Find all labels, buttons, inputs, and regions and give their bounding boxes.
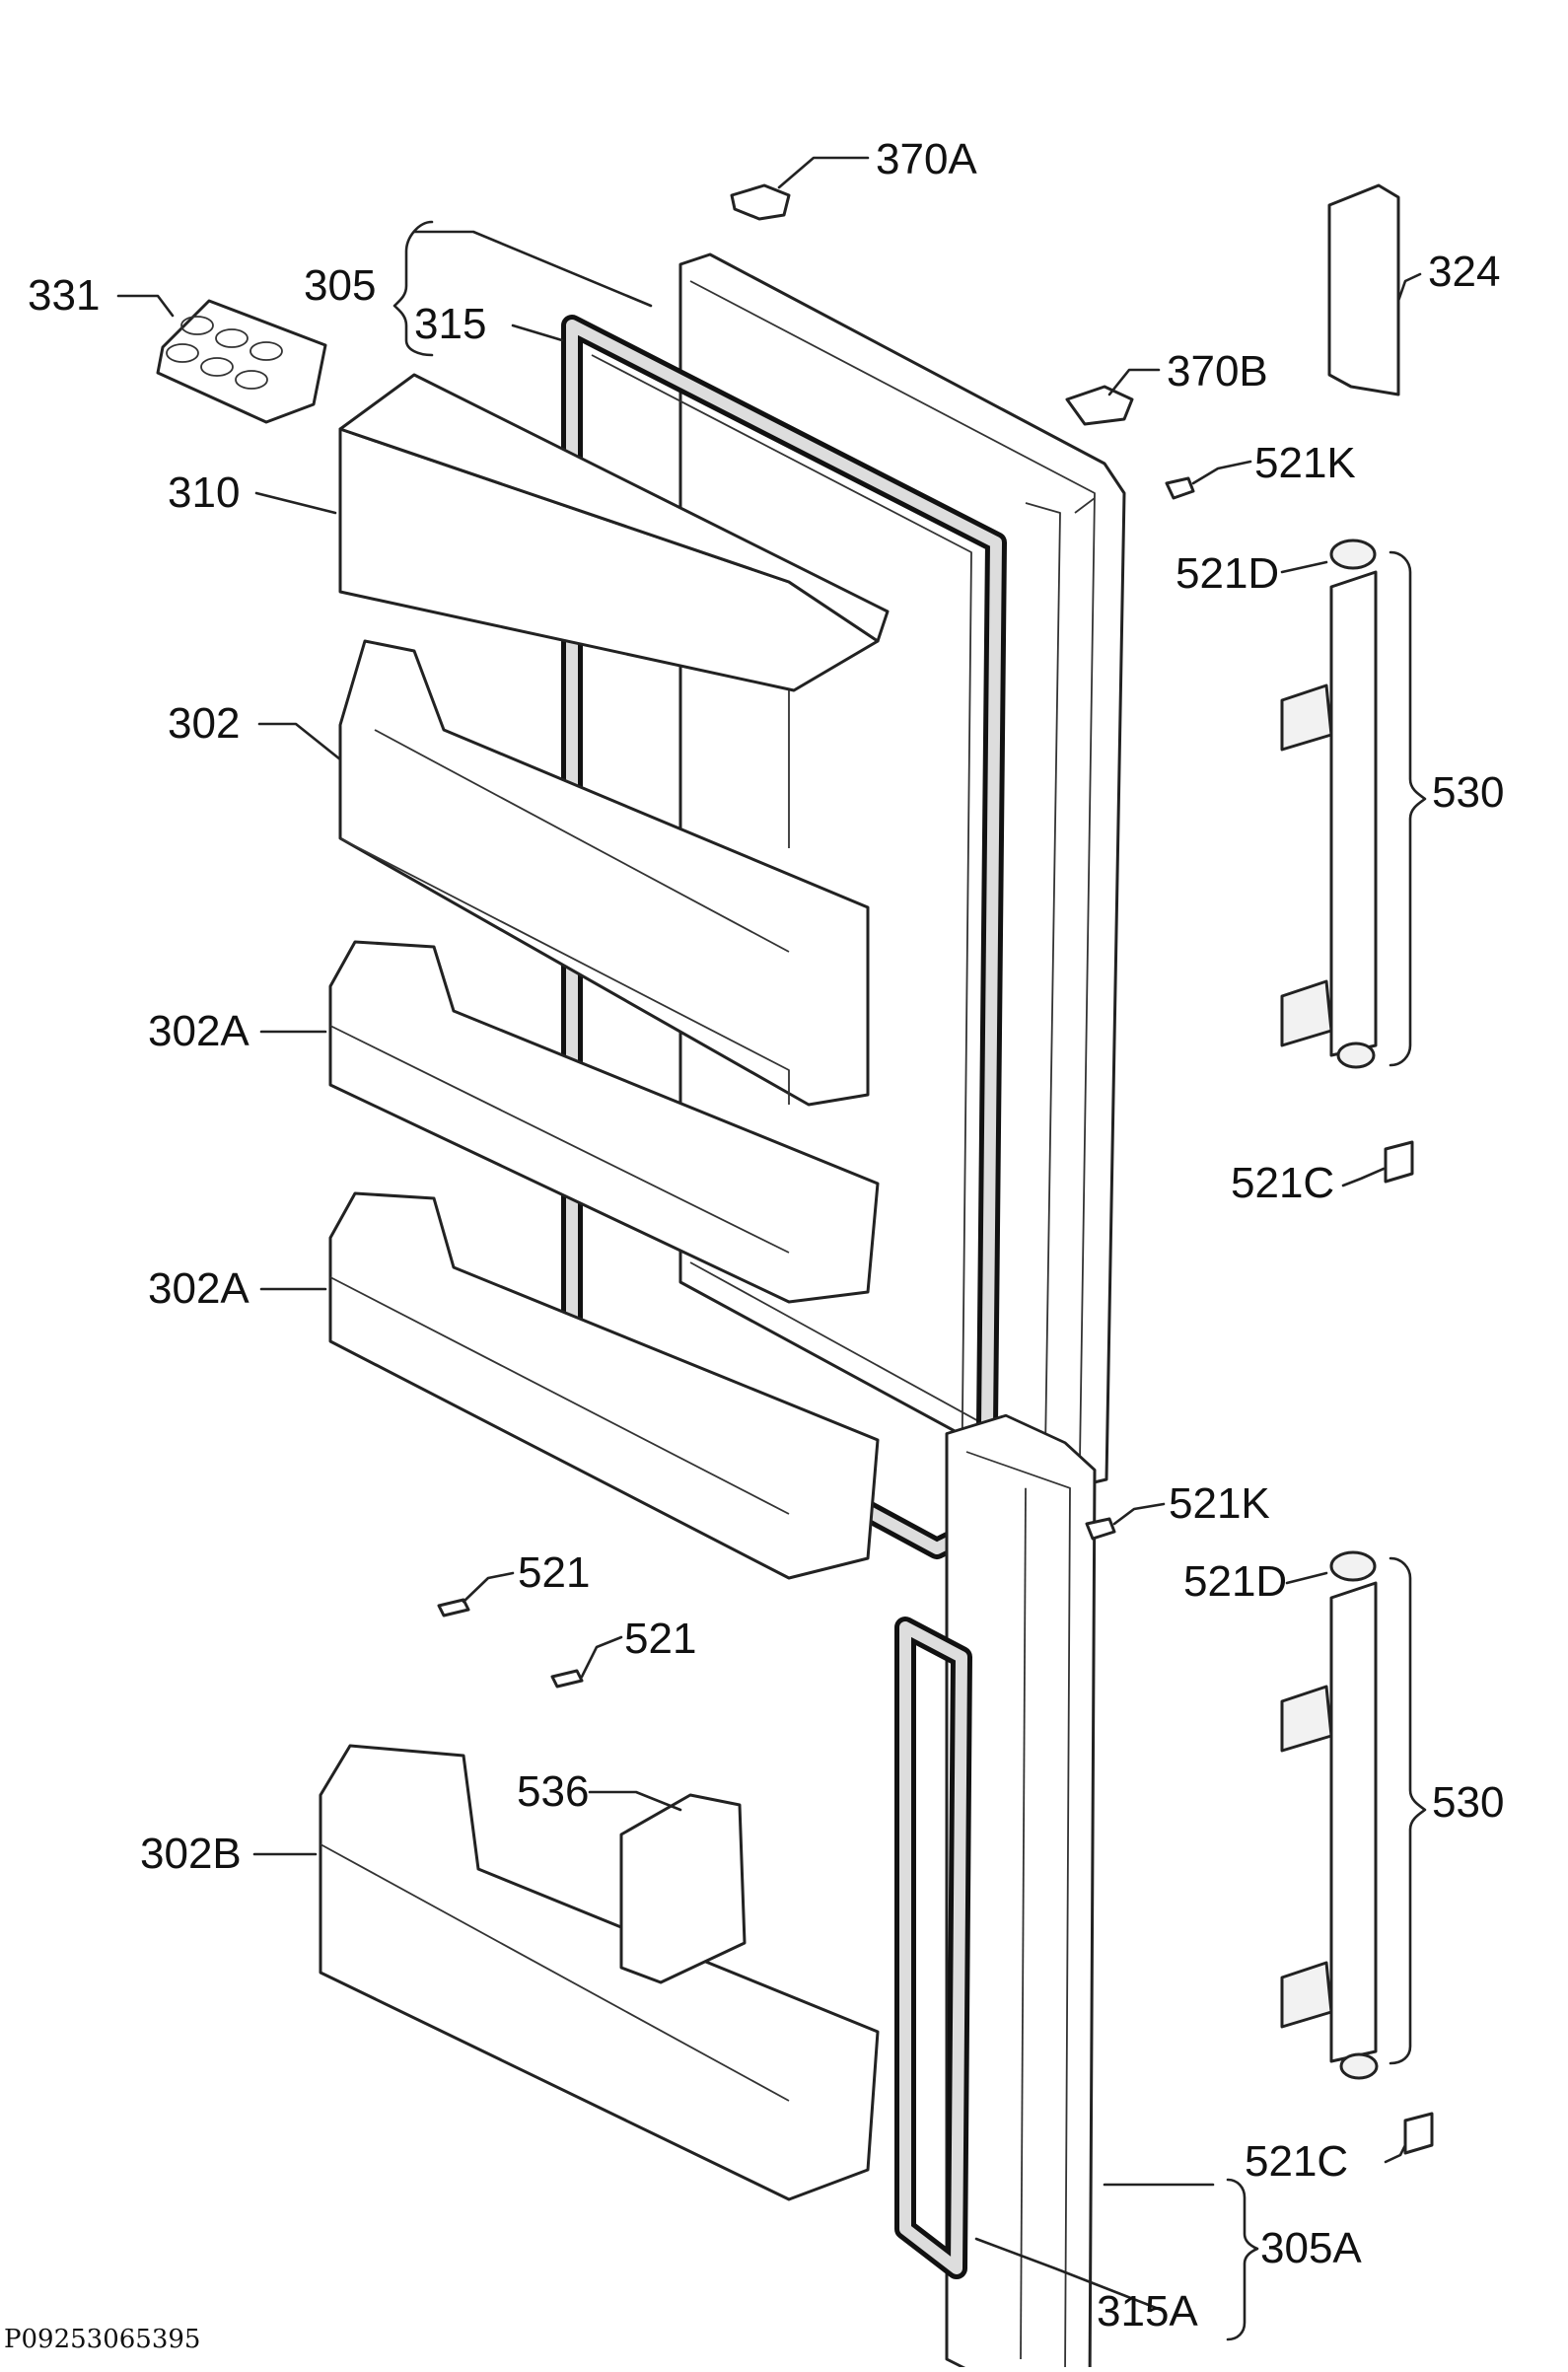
label-324: 324	[1428, 248, 1501, 296]
label-521k-top: 521K	[1254, 439, 1356, 487]
label-521-1: 521	[518, 1548, 591, 1597]
label-521d-top: 521D	[1176, 549, 1280, 598]
bottle-shelf	[338, 639, 870, 1107]
shelf-cover	[338, 373, 890, 848]
cap-521c-top	[1384, 1140, 1414, 1184]
label-302b: 302B	[140, 1830, 242, 1878]
label-530-bottom: 530	[1432, 1778, 1505, 1827]
large-door-shelf	[319, 1744, 880, 2201]
door-shelf-2	[328, 1191, 880, 1580]
label-530-top: 530	[1432, 768, 1505, 817]
label-315a: 315A	[1097, 2287, 1198, 2336]
cover-324	[1327, 183, 1400, 396]
hinge-assembly-bottom	[1280, 1550, 1379, 2080]
label-521d-bottom: 521D	[1183, 1557, 1288, 1606]
cap-521c-bottom	[1403, 2112, 1434, 2155]
bottle-divider	[619, 1793, 747, 1984]
lower-door-gasket	[894, 1617, 972, 2279]
label-305: 305	[304, 261, 377, 310]
leader-lines	[116, 156, 1427, 2341]
label-521c-bottom: 521C	[1245, 2137, 1349, 2186]
label-521c-top: 521C	[1231, 1159, 1335, 1207]
label-521k-bottom: 521K	[1169, 1479, 1270, 1528]
clip-370b	[1065, 385, 1134, 426]
label-305a: 305A	[1260, 2224, 1362, 2272]
screw-521-1	[437, 1598, 470, 1617]
label-310: 310	[168, 468, 241, 517]
screw-521k-bottom	[1085, 1517, 1116, 1541]
document-id: P09253065395	[4, 2325, 201, 2354]
clip-370a	[730, 183, 791, 221]
label-521-2: 521	[624, 1615, 697, 1663]
label-302a-1: 302A	[148, 1007, 249, 1055]
label-302a-2: 302A	[148, 1264, 249, 1313]
label-331: 331	[28, 271, 101, 320]
door-shelf-1	[328, 940, 880, 1304]
label-302: 302	[168, 699, 241, 748]
egg-tray	[156, 299, 327, 424]
screw-521-2	[550, 1669, 584, 1689]
label-315: 315	[414, 300, 487, 348]
label-536: 536	[517, 1767, 590, 1816]
label-370b: 370B	[1167, 347, 1268, 395]
hinge-assembly-top	[1280, 539, 1378, 1069]
label-370a: 370A	[876, 135, 977, 183]
screw-521k-top	[1165, 476, 1195, 500]
